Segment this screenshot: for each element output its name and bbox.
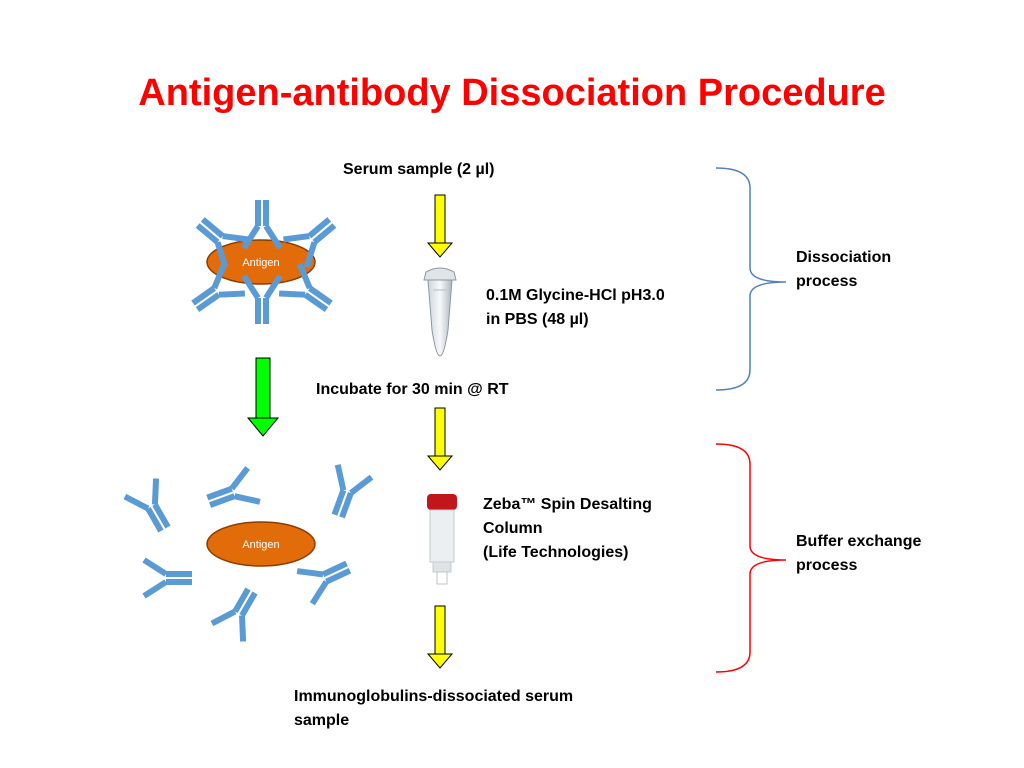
buffer-exchange-bracket — [715, 443, 787, 673]
glycine-line-2: in PBS (48 µl) — [486, 311, 589, 328]
antibody-icon — [203, 468, 260, 518]
final-line-2: sample — [294, 712, 350, 729]
buffer-line-2: process — [796, 557, 858, 574]
antigen-shape-top — [206, 239, 316, 285]
zeba-line-2: Column — [483, 520, 543, 537]
antibody-icon — [144, 560, 192, 596]
dissociation-line-1: Dissociation — [796, 249, 892, 266]
zeba-line-1: Zeba™ Spin Desalting — [483, 496, 652, 513]
zeba-line-3: (Life Technologies) — [483, 544, 629, 561]
antibody-icon — [297, 551, 356, 604]
final-line-1: Immunoglobulins-dissociated serum — [294, 688, 574, 705]
spin-column-icon — [427, 494, 457, 585]
zeba-column-label: Zeba™ Spin Desalting Column (Life Techno… — [483, 493, 652, 565]
microcentrifuge-tube-icon — [423, 267, 457, 357]
glycine-buffer-label: 0.1M Glycine-HCl pH3.0 in PBS (48 µl) — [486, 284, 665, 332]
bound-antigen-complex: Antigen — [185, 200, 343, 324]
dissociation-process-label: Dissociation process — [796, 246, 891, 294]
yellow-arrow-3 — [426, 605, 454, 669]
dissociated-antigen: Antigen — [125, 465, 372, 642]
serum-sample-label: Serum sample (2 µl) — [343, 161, 495, 178]
dissociation-bracket — [715, 167, 787, 391]
buffer-exchange-process-label: Buffer exchange process — [796, 530, 921, 578]
antibody-icon — [125, 478, 180, 538]
antigen-label-bottom: Antigen — [242, 539, 279, 551]
antigen-label-top: Antigen — [242, 257, 279, 269]
glycine-line-1: 0.1M Glycine-HCl pH3.0 — [486, 287, 665, 304]
dissociation-line-2: process — [796, 273, 858, 290]
green-arrow-down — [246, 357, 280, 437]
antibody-icon — [321, 465, 371, 522]
final-sample-label: Immunoglobulins-dissociated serum sample — [294, 685, 573, 733]
yellow-arrow-1 — [426, 194, 454, 258]
antigen-shape-bottom — [206, 521, 316, 567]
incubate-label: Incubate for 30 min @ RT — [316, 381, 509, 398]
yellow-arrow-2 — [426, 407, 454, 471]
antibody-icon — [212, 582, 267, 642]
page-title: Antigen-antibody Dissociation Procedure — [138, 72, 886, 114]
buffer-line-1: Buffer exchange — [796, 533, 922, 550]
